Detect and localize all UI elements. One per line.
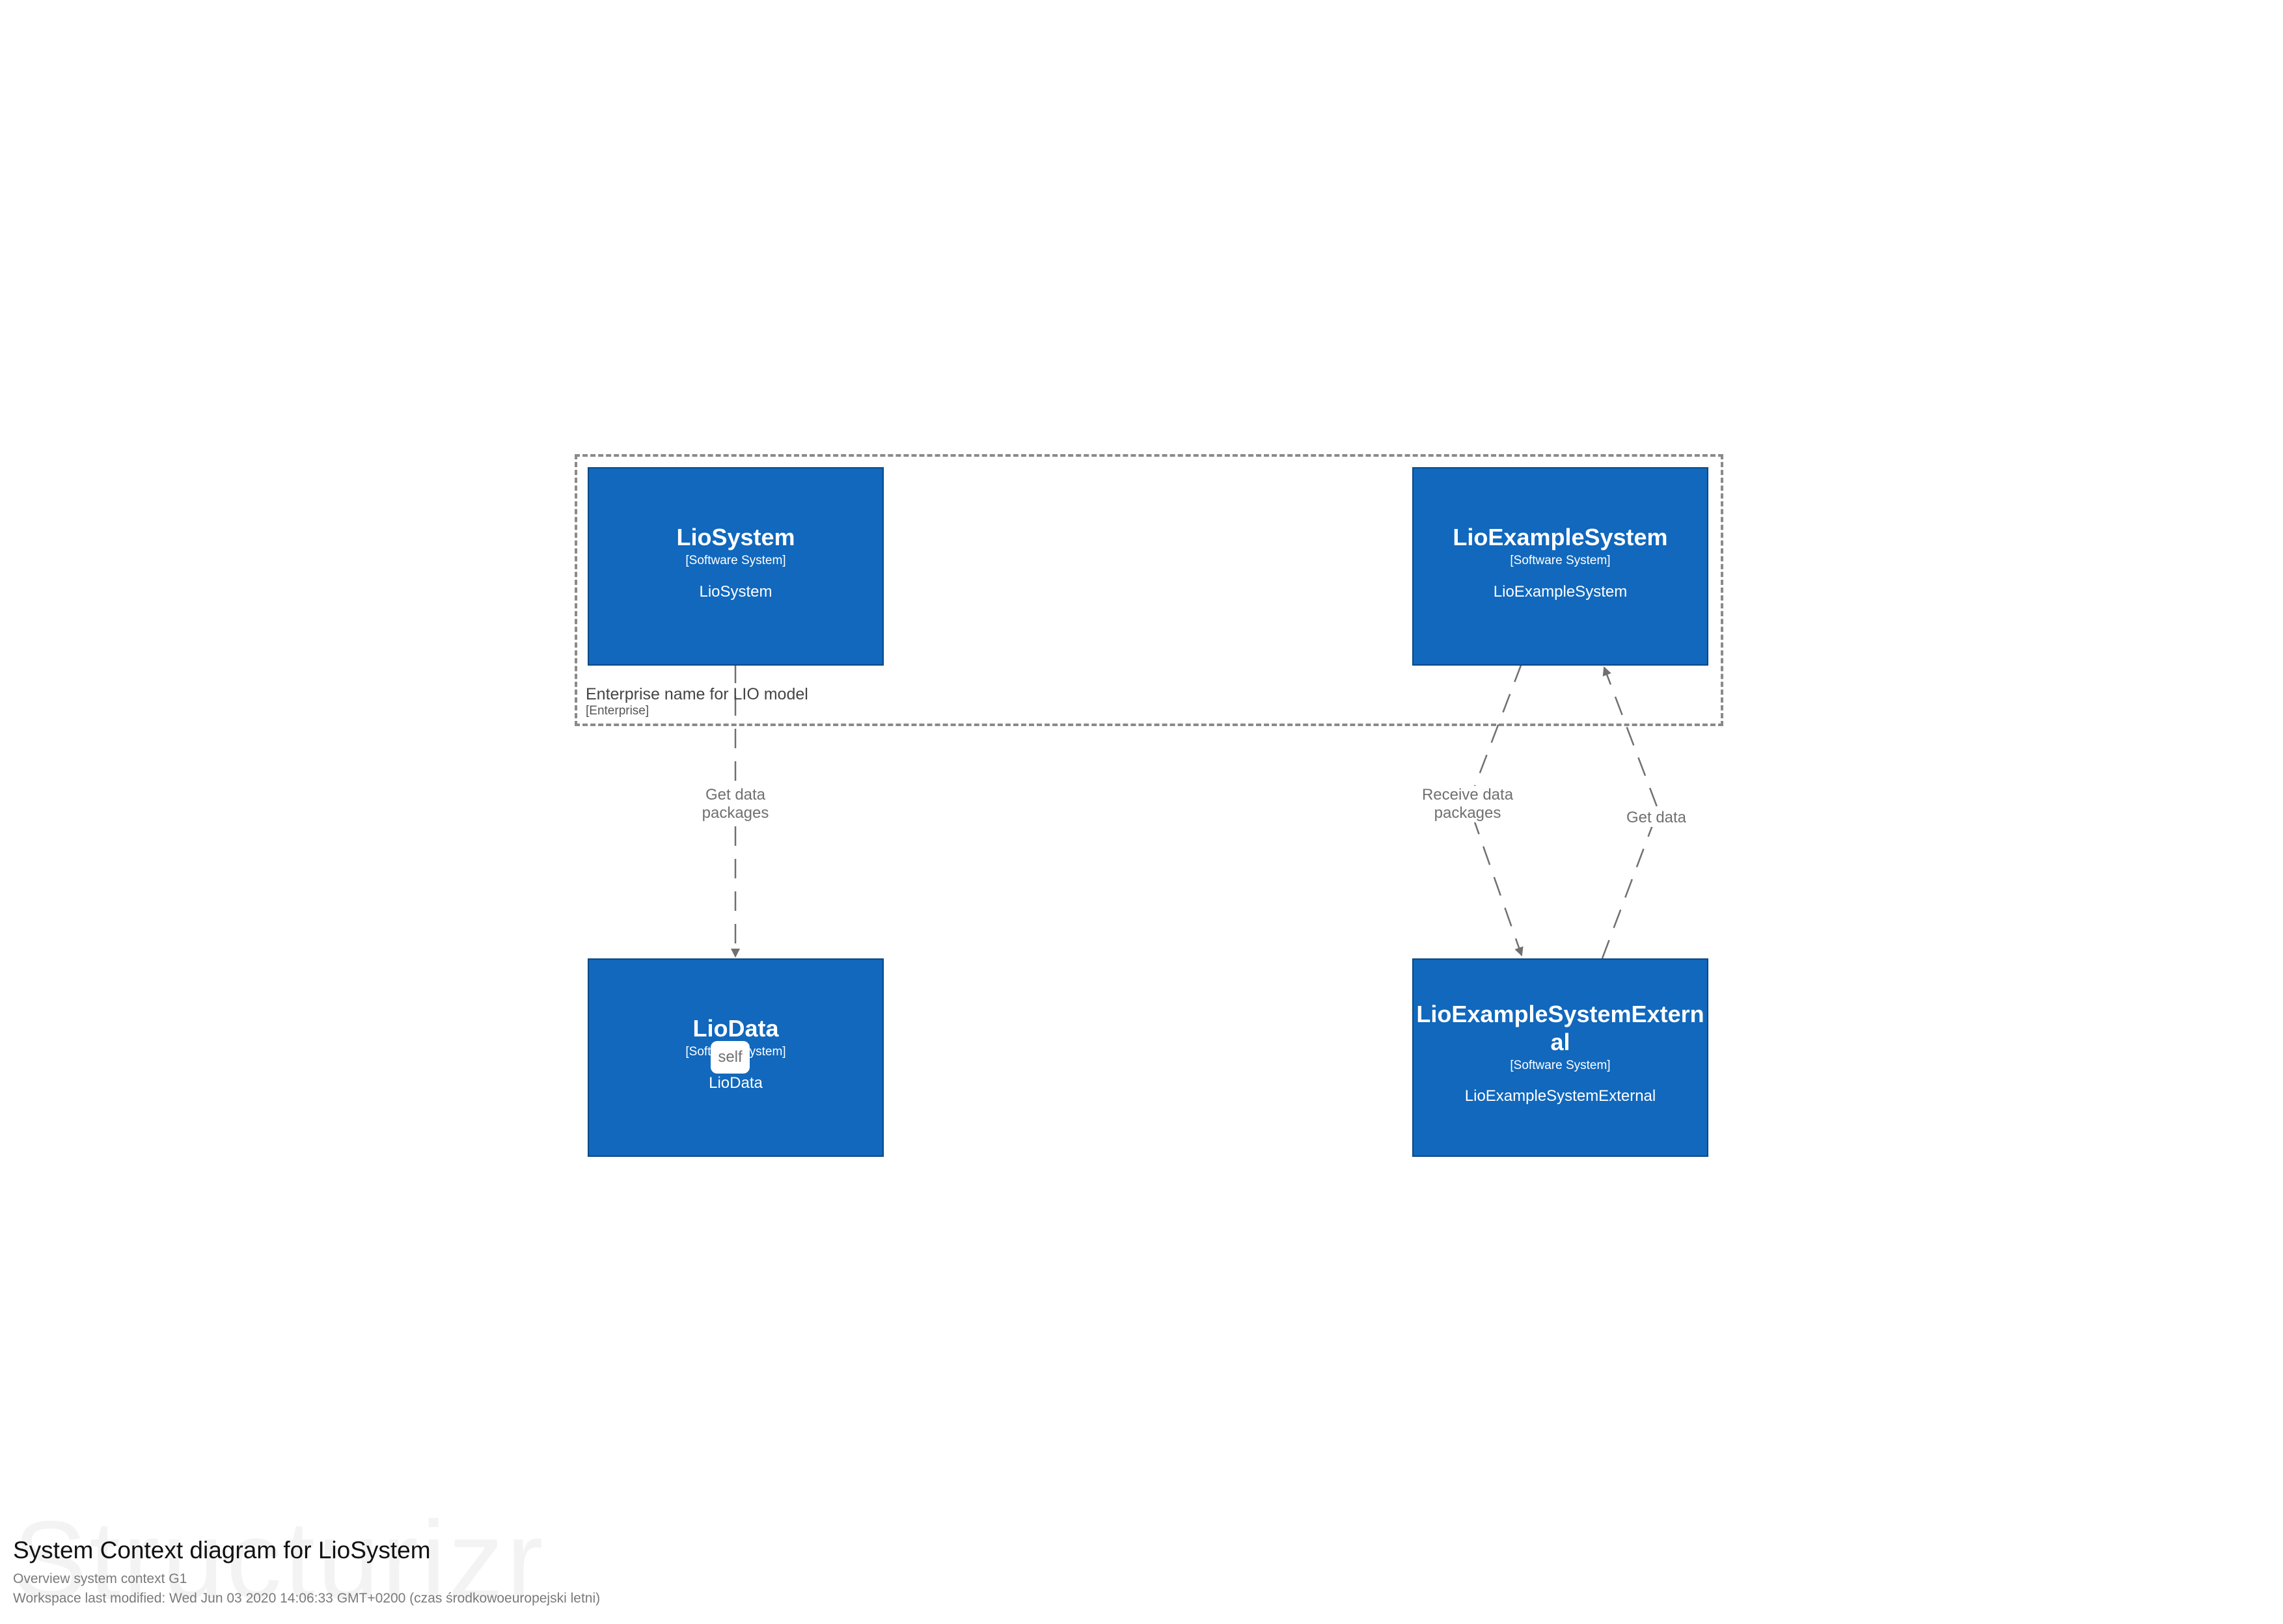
enterprise-boundary-name: Enterprise name for LIO model xyxy=(586,685,808,703)
relationship-label-line: Get data xyxy=(705,786,766,804)
diagram-title: System Context diagram for LioSystem xyxy=(13,1537,431,1563)
element-description: LioSystem xyxy=(699,583,772,601)
relationship-label-line: packages xyxy=(1434,804,1501,822)
relationship-receive-data-packages-path[interactable] xyxy=(1467,663,1524,956)
element-liosystem[interactable]: LioSystem [Software System] LioSystem xyxy=(588,467,884,666)
relationship-label-receive-data-packages[interactable]: Receive data packages xyxy=(1412,786,1523,822)
element-type: [Software System] xyxy=(1510,554,1611,567)
element-lioexamplesystem[interactable]: LioExampleSystem [Software System] LioEx… xyxy=(1412,467,1708,666)
relationship-label-get-data-packages[interactable]: Get data packages xyxy=(690,786,781,822)
element-lioexamplesystemexternal[interactable]: LioExampleSystemExtern al [Software Syst… xyxy=(1412,958,1708,1157)
enterprise-boundary[interactable] xyxy=(575,454,1723,726)
element-description: LioExampleSystemExternal xyxy=(1464,1087,1656,1105)
element-type: [Software System] xyxy=(685,554,786,567)
element-name: LioSystem xyxy=(676,524,795,550)
workspace-last-modified: Workspace last modified: Wed Jun 03 2020… xyxy=(13,1591,601,1606)
element-name-line2: al xyxy=(1550,1029,1570,1055)
element-description: LioExampleSystem xyxy=(1493,583,1628,601)
watermark-logo: Structurizr xyxy=(13,1498,546,1622)
relationship-self-badge[interactable]: self xyxy=(711,1041,750,1074)
diagram-description: Overview system context G1 xyxy=(13,1571,187,1586)
relationship-label-line: packages xyxy=(702,804,769,822)
relationship-label-get-data[interactable]: Get data xyxy=(1620,809,1692,827)
relationship-label-line: Get data xyxy=(1626,809,1687,826)
element-name-line1: LioExampleSystemExtern xyxy=(1416,1001,1704,1027)
element-name: LioData xyxy=(692,1015,779,1042)
element-name: LioExampleSystem xyxy=(1453,524,1668,550)
element-description: LioData xyxy=(709,1074,763,1092)
element-type: [Software System] xyxy=(1510,1059,1611,1072)
enterprise-boundary-type: [Enterprise] xyxy=(586,704,649,718)
relationship-label-line: Receive data xyxy=(1421,786,1514,804)
